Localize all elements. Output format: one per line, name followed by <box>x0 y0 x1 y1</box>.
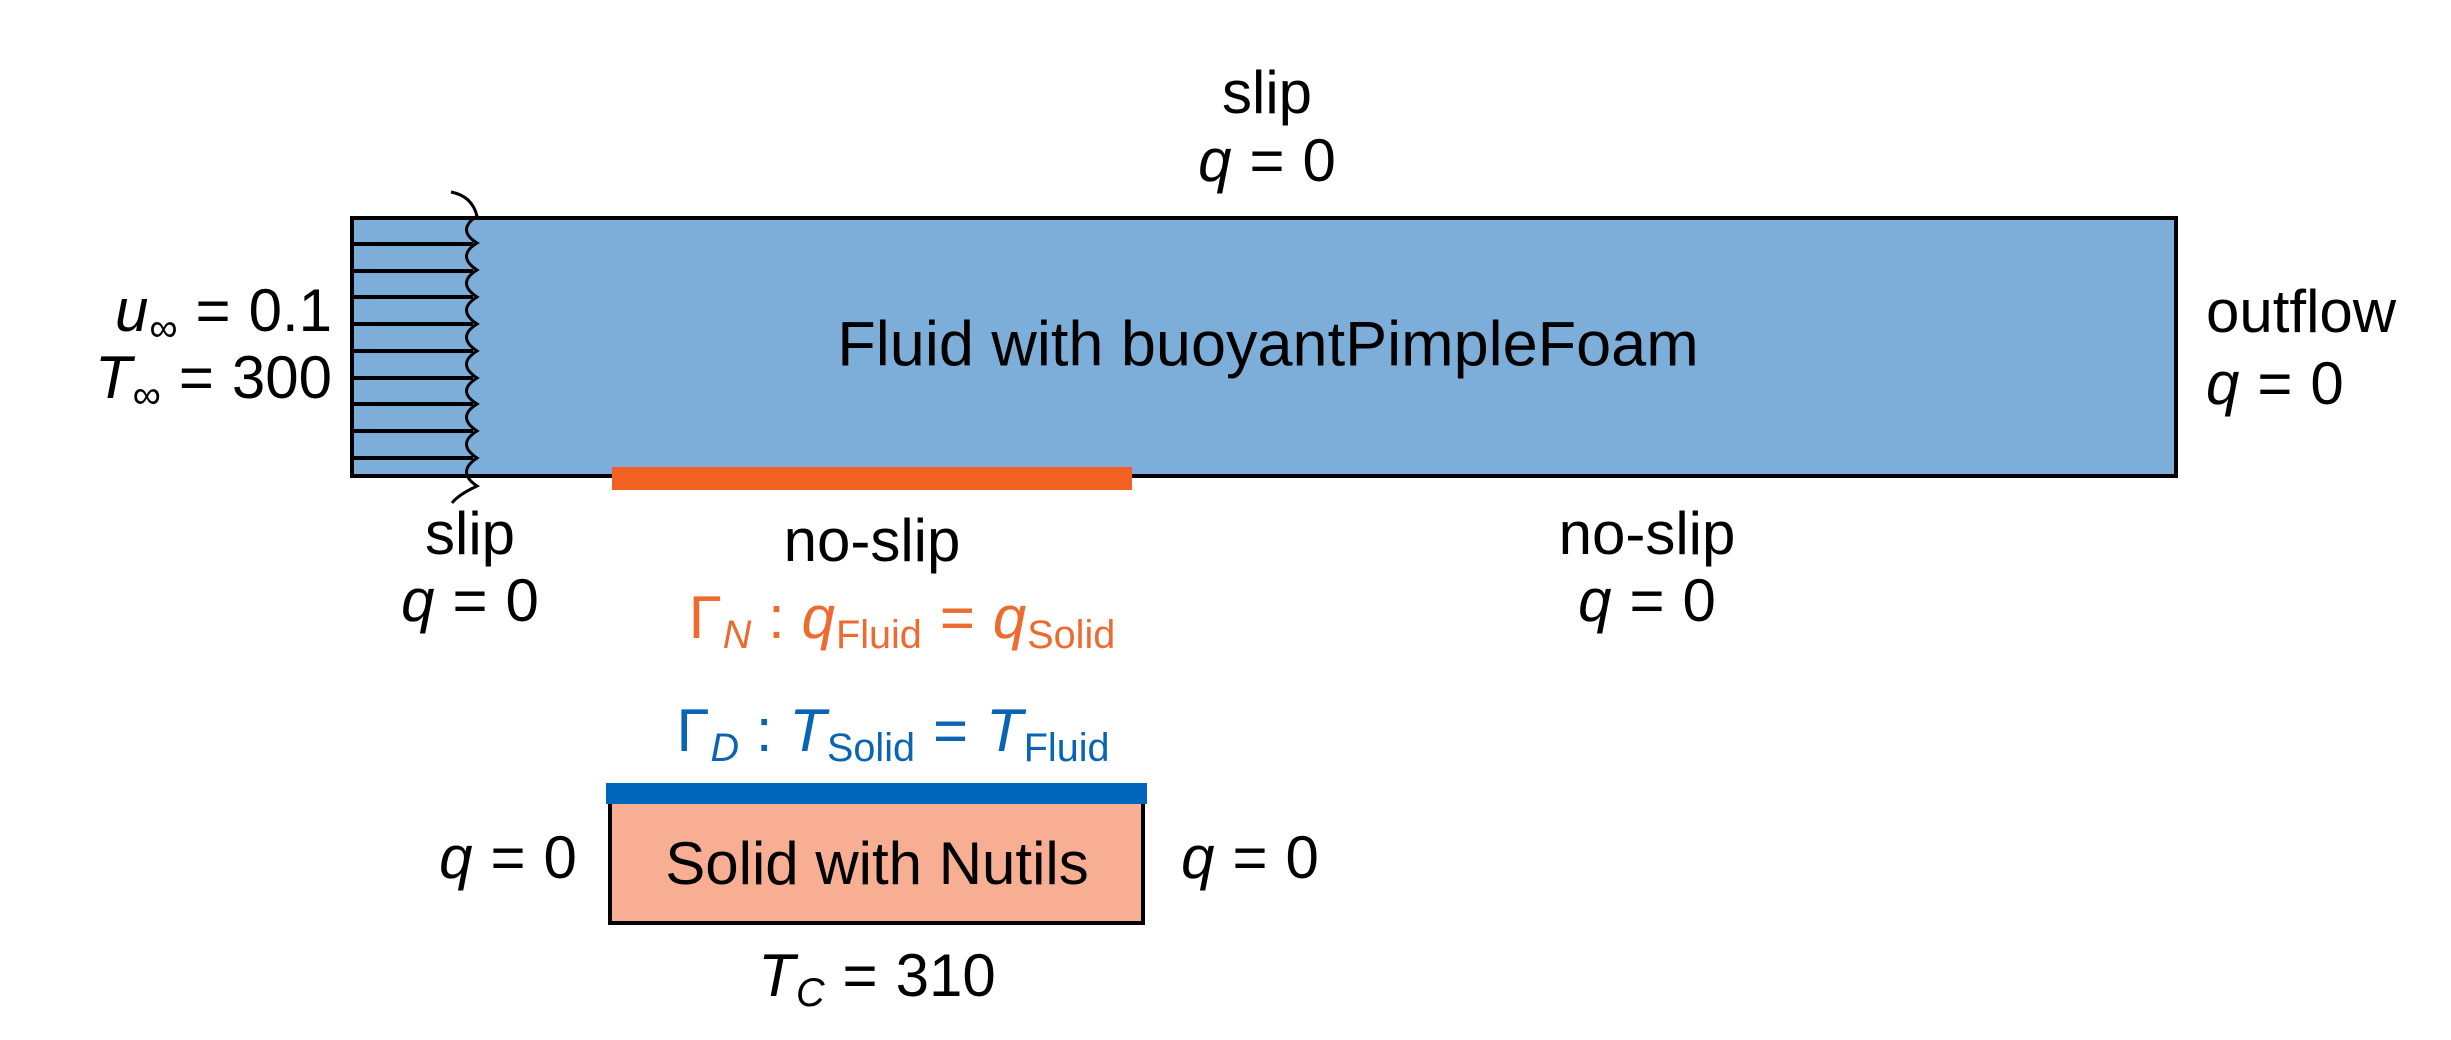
equals-sign: = <box>933 697 969 764</box>
solid-domain-label: Solid with Nutils <box>665 834 1089 894</box>
top-slip-label: slip <box>1222 63 1312 123</box>
bottom-left-slip-label: slip <box>425 504 515 564</box>
equals-sign: = <box>178 344 214 411</box>
infinity-subscript: ∞ <box>149 305 178 350</box>
solid-subscript: Solid <box>827 725 916 770</box>
infinity-subscript: ∞ <box>132 372 161 417</box>
gamma-symbol: Γ <box>688 584 722 651</box>
q-value: 0 <box>543 824 577 891</box>
u-value: 0.1 <box>248 277 332 344</box>
outflow-text: outflow <box>2206 278 2397 345</box>
gamma-subscript: D <box>710 725 740 770</box>
gamma-subscript: N <box>722 612 752 657</box>
T-value: 300 <box>231 344 332 411</box>
bottom-left-heatflux-label: q=0 <box>401 571 539 631</box>
inlet-velocity-label: u∞=0.1 <box>115 281 332 348</box>
q-var: q <box>401 567 435 634</box>
interface-no-slip-label: no-slip <box>784 511 961 571</box>
equals-sign: = <box>1249 127 1285 194</box>
fluid-domain-label: Fluid with buoyantPimpleFoam <box>837 313 1698 377</box>
equals-sign: = <box>2257 350 2293 417</box>
q-var: q <box>1198 127 1232 194</box>
equals-sign: = <box>939 584 975 651</box>
fluid-domain-text: Fluid with buoyantPimpleFoam <box>837 309 1699 380</box>
no-slip-text: no-slip <box>1558 500 1736 567</box>
colon: : <box>755 697 773 764</box>
q-var: q <box>2206 350 2240 417</box>
inlet-wavy-curve <box>450 190 481 504</box>
T-solid-var: T <box>789 697 827 764</box>
q-solid-var: q <box>992 584 1027 651</box>
q-fluid-var: q <box>801 584 836 651</box>
equals-sign: = <box>1629 567 1665 634</box>
u-var: u <box>114 277 149 344</box>
outflow-label: outflow <box>2206 282 2396 342</box>
dirichlet-interface-strip <box>606 783 1147 804</box>
solid-left-heatflux-label: q=0 <box>439 828 577 888</box>
gamma-symbol: Γ <box>676 697 710 764</box>
T-var: T <box>758 942 795 1009</box>
equals-sign: = <box>1232 824 1268 891</box>
equals-sign: = <box>842 942 878 1009</box>
solid-right-heatflux-label: q=0 <box>1181 828 1319 888</box>
solid-subscript: Solid <box>1027 612 1116 657</box>
solid-domain-rect <box>608 783 1145 925</box>
inlet-hatch-lines <box>352 242 473 460</box>
q-value: 0 <box>1302 127 1336 194</box>
C-subscript: C <box>795 970 825 1015</box>
fluid-subscript: Fluid <box>1023 725 1110 770</box>
slip-text: slip <box>1221 59 1313 126</box>
no-slip-text: no-slip <box>783 507 961 574</box>
neumann-condition-label: ΓN:qFluid=qSolid <box>689 588 1116 655</box>
bottom-right-heatflux-label: q=0 <box>1578 571 1716 631</box>
dirichlet-condition-label: ΓD:TSolid=TFluid <box>676 701 1109 768</box>
q-value: 0 <box>505 567 539 634</box>
neumann-interface-bar <box>612 467 1132 490</box>
q-value: 0 <box>2310 350 2344 417</box>
outflow-heatflux-label: q=0 <box>2206 354 2344 414</box>
q-var: q <box>1181 824 1215 891</box>
colon: : <box>768 584 785 651</box>
T-var: T <box>94 344 132 411</box>
temperature-value: 310 <box>895 942 996 1009</box>
slip-text: slip <box>424 500 516 567</box>
fluid-subscript: Fluid <box>836 612 922 657</box>
q-value: 0 <box>1285 824 1319 891</box>
bottom-right-no-slip-label: no-slip <box>1559 504 1736 564</box>
inlet-temperature-label: T∞=300 <box>95 348 332 415</box>
equals-sign: = <box>452 567 488 634</box>
q-value: 0 <box>1682 567 1716 634</box>
solid-domain-text: Solid with Nutils <box>665 830 1089 897</box>
q-var: q <box>1578 567 1612 634</box>
equals-sign: = <box>195 277 231 344</box>
solid-bottom-temperature-label: TC=310 <box>758 946 995 1013</box>
equals-sign: = <box>490 824 526 891</box>
top-heatflux-label: q=0 <box>1198 131 1336 191</box>
T-fluid-var: T <box>986 697 1023 764</box>
q-var: q <box>439 824 473 891</box>
fluid-domain-rect <box>350 216 2178 478</box>
